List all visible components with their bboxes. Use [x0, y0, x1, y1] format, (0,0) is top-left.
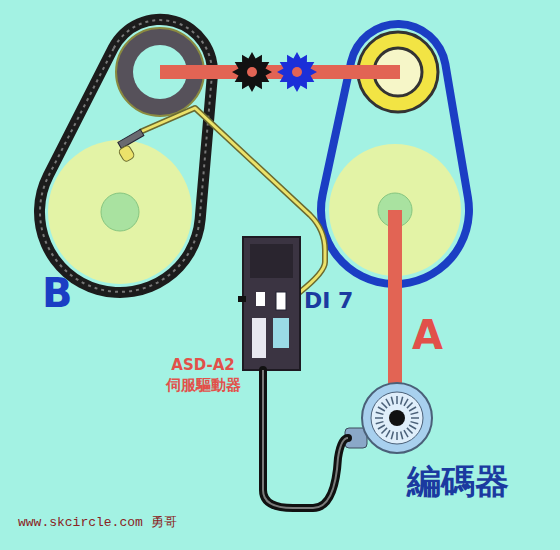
encoder-tick: [411, 417, 419, 419]
encoder-tick: [409, 425, 416, 429]
gear: [277, 52, 317, 92]
encoder-disk: [371, 392, 423, 444]
sensor-body: [118, 129, 144, 148]
encoder-tick: [391, 397, 393, 405]
encoder-tick: [411, 422, 419, 424]
encoder-tick: [386, 430, 390, 437]
part-label: DI 7: [304, 288, 353, 313]
encoder-tick: [407, 402, 413, 408]
encoder-tick: [378, 407, 385, 411]
encoder-tick: [401, 397, 403, 405]
encoder-tick: [381, 428, 387, 434]
encoder-tick: [391, 432, 393, 440]
belt: [34, 14, 218, 298]
servo-drive: ASD-A2 伺服驅動器: [243, 237, 300, 370]
encoder-tick: [378, 425, 385, 429]
drive-panel: [250, 244, 293, 278]
node-label: ASD-A2 伺服驅動器: [161, 355, 245, 395]
encoder-tick: [409, 407, 416, 411]
encoder-tick: [386, 399, 390, 406]
encoder-tick: [401, 432, 403, 440]
terminal: [256, 292, 265, 306]
encoder-shaft: [389, 410, 405, 426]
encoder: 編碼器: [362, 383, 432, 453]
terminal: [238, 296, 246, 302]
encoder-tick: [407, 428, 413, 434]
gear-hub: [247, 67, 257, 77]
belt-inner: [45, 25, 207, 287]
gear-hub: [292, 67, 302, 77]
encoder-body: [362, 383, 432, 453]
terminal: [276, 292, 286, 310]
encoder-tick: [411, 412, 419, 414]
encoder-tick: [404, 430, 408, 437]
encoder-tick: [396, 432, 398, 440]
part-label: A: [412, 312, 443, 358]
belt-teeth: [40, 20, 212, 292]
watermark: www.skcircle.com 勇哥: [18, 513, 177, 531]
node-label: 編碼器: [407, 461, 509, 501]
encoder-tick: [396, 396, 398, 404]
encoder-tick: [404, 399, 408, 406]
sensor-head: [118, 144, 135, 162]
encoder-tick: [381, 402, 387, 408]
pulley: [48, 140, 192, 284]
encoder-tick: [375, 417, 383, 419]
connector: [273, 318, 289, 348]
encoder-tick: [376, 422, 384, 424]
gear: [232, 52, 272, 92]
proximity-sensor: [114, 129, 150, 162]
cable-jacket: [263, 370, 348, 508]
servo-drive: [243, 237, 300, 370]
part-label: B: [42, 270, 73, 316]
cable-core: [263, 370, 348, 508]
hub: [101, 193, 139, 231]
connector: [252, 318, 266, 358]
encoder-cable: [263, 370, 348, 508]
encoder-tick: [376, 412, 384, 414]
